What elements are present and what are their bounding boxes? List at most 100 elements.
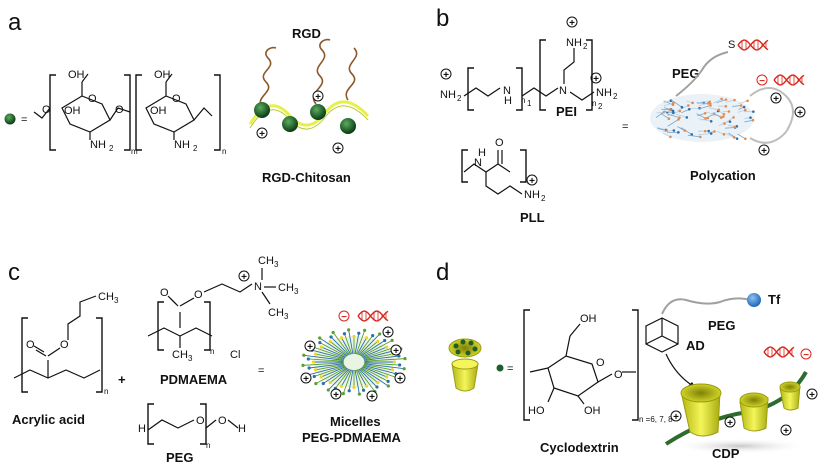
chitosan-o-1: O	[42, 104, 51, 116]
cd-cone	[451, 363, 479, 392]
peg-chain-d	[661, 297, 751, 315]
polycation-fibers	[655, 97, 755, 141]
svg-text:+: +	[783, 426, 789, 437]
positive-charge-icon: +	[590, 72, 602, 85]
positive-charge-icon: +	[366, 390, 378, 403]
pei-n-branch: N	[559, 85, 567, 97]
bracket-n-right	[214, 74, 221, 151]
pei-nh2-left: NH	[440, 89, 456, 101]
peg-label-b: PEG	[672, 66, 699, 81]
positive-charge-icon: +	[794, 106, 806, 119]
tf-peg-ad: Tf PEG AD	[645, 292, 781, 389]
rgd-label: RGD	[292, 26, 321, 41]
svg-text:+: +	[443, 70, 449, 81]
positive-charge-icon: +	[780, 424, 792, 437]
dna-layer	[357, 39, 805, 358]
pei-nh2-left-sub: 2	[457, 94, 462, 103]
pei-label: PEI	[556, 104, 577, 119]
pei-structure: + NH 2 N H n 1 N NH 2 + NH 2 + n 2 PEI	[440, 16, 618, 119]
dna-helix-icon	[763, 346, 795, 358]
negative-charge-icon: −	[800, 348, 812, 361]
svg-text:+: +	[385, 328, 391, 339]
positive-charge-icon: +	[724, 416, 736, 429]
svg-text:+: +	[761, 146, 767, 157]
rgd-coil-3	[345, 47, 358, 101]
pdmaema-structure: n CH 3 O O N + CH 3 CH 3 CH 3 Cl PDMAEMA	[147, 255, 299, 387]
cyclodextrin-structure: n =6, 7, 8 O OH O HO OH Cyclodextrin	[523, 309, 673, 455]
ring2-o: O	[172, 93, 181, 105]
svg-text:+: +	[797, 108, 803, 119]
cdp-cone-2	[739, 392, 769, 432]
dna-helix-icon	[357, 310, 389, 322]
tf-label: Tf	[768, 292, 781, 307]
dna-helix-icon	[737, 39, 769, 51]
svg-text:+: +	[303, 374, 309, 385]
panel-a: a = O m OH O OH NH 2 O	[4, 9, 370, 185]
acrylic-ch3: CH	[98, 291, 114, 303]
cd-oh-top: OH	[580, 313, 597, 325]
panel-d-equals: =	[507, 363, 513, 375]
svg-text:+: +	[673, 412, 679, 423]
polycation-illustration: PEG S + + + − Polycation	[650, 39, 806, 183]
green-ball-legend-icon	[4, 113, 16, 125]
panel-letter-c: c	[8, 259, 20, 286]
negative-charge-icon: −	[338, 310, 350, 323]
svg-text:+: +	[259, 129, 265, 140]
panel-d: d = n =6, 7, 8 O OH O	[436, 259, 818, 461]
svg-text:−: −	[803, 350, 809, 361]
pdmaema-ch3-4: CH	[268, 307, 284, 319]
acrylic-ch3-sub: 3	[114, 296, 119, 305]
peg-h-left: H	[138, 423, 146, 435]
peg-h-right: H	[238, 423, 246, 435]
pdmaema-ch3-2-sub: 3	[274, 260, 279, 269]
panel-b: b + NH 2 N H n 1 N NH 2 + NH 2 + n 2	[436, 5, 806, 225]
cd-oh-bottom: OH	[584, 405, 601, 417]
ring1-o: O	[88, 93, 97, 105]
dna-helix-icon	[773, 74, 805, 86]
ring1-nh-sub: 2	[109, 144, 114, 153]
negative-charge-icon: −	[756, 74, 768, 87]
pei-n2: n	[592, 99, 596, 108]
cd-o-link: O	[614, 369, 623, 381]
panel-letter-a: a	[8, 9, 22, 36]
panel-b-equals: =	[622, 121, 628, 133]
polycation-bundle	[650, 94, 754, 142]
pei-nh2-right: NH	[596, 87, 612, 99]
bracket-m-left	[49, 74, 56, 151]
pll-nh2: NH	[524, 189, 540, 201]
micelle-core	[314, 336, 394, 388]
svg-text:+: +	[773, 94, 779, 105]
cd-n-values: n =6, 7, 8	[639, 415, 673, 424]
ring1-oh-top: OH	[68, 69, 85, 81]
cdp-cone-3	[779, 381, 801, 411]
pdmaema-n-atom: N	[254, 281, 262, 293]
positive-charge-icon: +	[670, 410, 682, 423]
acrylic-o-carbonyl: O	[26, 339, 35, 351]
pll-label: PLL	[520, 210, 545, 225]
pdmaema-ch3-2: CH	[258, 255, 274, 267]
svg-text:+: +	[569, 18, 575, 29]
positive-charge-icon: +	[332, 142, 344, 155]
svg-text:+: +	[315, 92, 321, 103]
ring2-oh-mid: OH	[150, 105, 167, 117]
panel-c-plus: +	[118, 372, 126, 387]
chitosan-o-2: O	[115, 104, 124, 116]
cd-o-ring: O	[596, 357, 605, 369]
bracket-m-right	[124, 74, 131, 151]
micelle-spikes	[301, 328, 407, 396]
pei-n1-sub: 1	[527, 99, 532, 108]
micelle-illustration: + + + + + + + − Micelles PEG-PDMAEMA	[300, 310, 407, 445]
ring2-oh-top: OH	[154, 69, 171, 81]
acrylic-acid-structure: n O O CH 3 Acrylic acid	[12, 291, 119, 427]
peg-n-c: n	[206, 441, 210, 450]
positive-charge-icon: +	[256, 127, 268, 140]
polycation-loop	[749, 87, 794, 144]
svg-text:+: +	[727, 418, 733, 429]
panel-letter-d: d	[436, 259, 449, 286]
svg-text:+: +	[335, 144, 341, 155]
svg-text:+: +	[593, 74, 599, 85]
panel-c-equals: =	[258, 365, 264, 377]
glucose-unit-legend-icon	[496, 364, 504, 372]
pei-nh2-top-sub: 2	[583, 42, 588, 51]
